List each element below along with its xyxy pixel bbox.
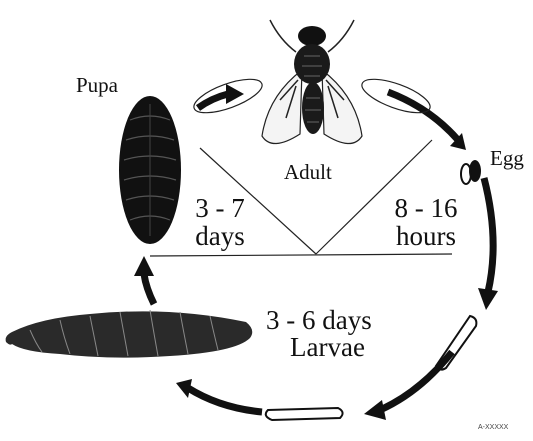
fly-adult-icon xyxy=(190,20,434,144)
fly-larva-icon xyxy=(6,310,253,358)
larvae-label: Larvae xyxy=(290,333,365,361)
pupa-duration-line1: 3 - 7 xyxy=(184,194,256,222)
cycle-arrow-icon xyxy=(144,274,154,304)
egg-duration-line1: 8 - 16 xyxy=(376,194,476,222)
cycle-arrow-icon xyxy=(478,288,498,310)
image-credit: A-XXXXX xyxy=(478,424,508,431)
adult-label: Adult xyxy=(284,161,332,183)
cycle-arrow-icon xyxy=(226,84,244,104)
larvae-duration: 3 - 6 days xyxy=(266,306,372,334)
pupa-label: Pupa xyxy=(76,74,118,96)
cycle-arrow-icon xyxy=(188,388,262,412)
cycle-arrow-icon xyxy=(134,256,154,276)
cycle-arrow-icon xyxy=(388,92,458,140)
pupa-duration-line2: days xyxy=(184,222,256,250)
cycle-arrow-icon xyxy=(484,178,493,292)
egg-label: Egg xyxy=(490,147,524,169)
cycle-arrow-icon xyxy=(176,379,192,398)
cycle-arrow-icon xyxy=(364,400,386,420)
egg-duration-line2: hours xyxy=(376,222,476,250)
egg-duration: 8 - 16 hours xyxy=(376,194,476,251)
fly-pupa-icon xyxy=(119,96,181,244)
cycle-arrow-icon xyxy=(380,352,452,410)
pupa-duration: 3 - 7 days xyxy=(184,194,256,251)
fly-egg-icon xyxy=(461,160,481,184)
